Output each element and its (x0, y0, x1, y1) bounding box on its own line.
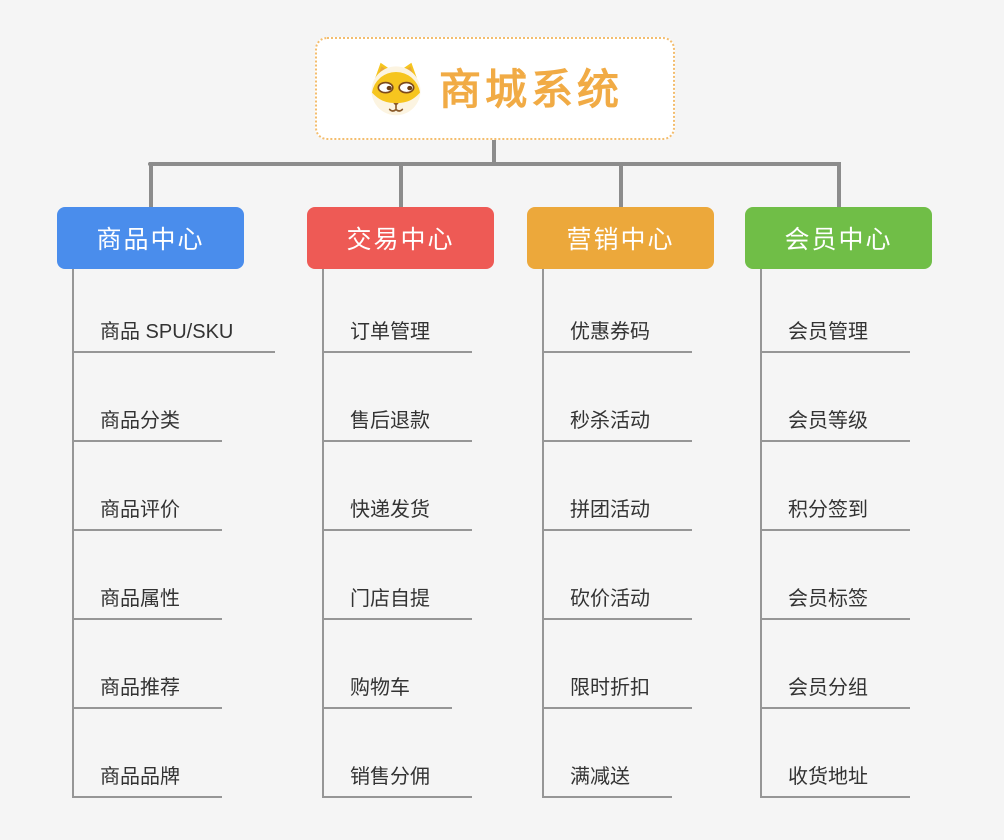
child-node-label: 快递发货 (322, 493, 472, 531)
child-node-label: 会员等级 (760, 404, 910, 442)
child-node[interactable]: 销售分佣 (322, 709, 567, 798)
child-node[interactable]: 售后退款 (322, 353, 567, 442)
child-node[interactable]: 限时折扣 (542, 620, 787, 709)
child-node-label: 商品属性 (72, 582, 222, 620)
child-node-label: 拼团活动 (542, 493, 692, 531)
child-node-label: 优惠券码 (542, 315, 692, 353)
child-node[interactable]: 拼团活动 (542, 442, 787, 531)
child-node[interactable]: 订单管理 (322, 269, 567, 353)
child-node-label: 商品评价 (72, 493, 222, 531)
child-node[interactable]: 会员管理 (760, 269, 1004, 353)
branch-children-trade: 订单管理 售后退款 快递发货 门店自提 购物车 销售分佣 (307, 269, 567, 798)
child-node-label: 售后退款 (322, 404, 472, 442)
child-node[interactable]: 购物车 (322, 620, 567, 709)
child-node-label: 积分签到 (760, 493, 910, 531)
branch-children-member: 会员管理 会员等级 积分签到 会员标签 会员分组 收货地址 (745, 269, 1004, 798)
child-node-label: 会员管理 (760, 315, 910, 353)
child-node-label: 砍价活动 (542, 582, 692, 620)
child-node[interactable]: 商品推荐 (72, 620, 317, 709)
child-node-label: 会员分组 (760, 671, 910, 709)
connector-stub-trade (399, 162, 403, 209)
child-node-label: 销售分佣 (322, 760, 472, 798)
child-node-label: 满减送 (542, 760, 672, 798)
branch-column-product: 商品中心 商品 SPU/SKU 商品分类 商品评价 商品属性 商品推荐 商品品牌 (57, 207, 317, 798)
branch-column-trade: 交易中心 订单管理 售后退款 快递发货 门店自提 购物车 销售分佣 (307, 207, 567, 798)
branch-children-marketing: 优惠券码 秒杀活动 拼团活动 砍价活动 限时折扣 满减送 (527, 269, 787, 798)
child-node[interactable]: 商品品牌 (72, 709, 317, 798)
branch-node-product-center[interactable]: 商品中心 (57, 207, 244, 269)
child-node[interactable]: 快递发货 (322, 442, 567, 531)
connector-stub-marketing (619, 162, 623, 209)
branch-node-member-center[interactable]: 会员中心 (745, 207, 932, 269)
root-node-mall-system[interactable]: 商城系统 (315, 37, 675, 140)
child-node-label: 购物车 (322, 671, 452, 709)
child-node[interactable]: 商品分类 (72, 353, 317, 442)
child-node[interactable]: 收货地址 (760, 709, 1004, 798)
child-node-label: 订单管理 (322, 315, 472, 353)
child-node-label: 商品推荐 (72, 671, 222, 709)
branch-children-product: 商品 SPU/SKU 商品分类 商品评价 商品属性 商品推荐 商品品牌 (57, 269, 317, 798)
child-node[interactable]: 积分签到 (760, 442, 1004, 531)
connector-stub-product (149, 162, 153, 209)
child-node-label: 会员标签 (760, 582, 910, 620)
root-node-title: 商城系统 (438, 65, 623, 113)
child-node-label: 商品 SPU/SKU (72, 315, 276, 353)
child-node[interactable]: 商品属性 (72, 531, 317, 620)
branch-node-trade-center[interactable]: 交易中心 (307, 207, 494, 269)
child-node-label: 商品分类 (72, 404, 222, 442)
child-node[interactable]: 会员标签 (760, 531, 1004, 620)
child-node[interactable]: 优惠券码 (542, 269, 787, 353)
child-node[interactable]: 满减送 (542, 709, 787, 798)
branch-column-member: 会员中心 会员管理 会员等级 积分签到 会员标签 会员分组 收货地址 (745, 207, 1004, 798)
child-node-label: 限时折扣 (542, 671, 692, 709)
branch-node-marketing-center[interactable]: 营销中心 (527, 207, 714, 269)
child-node[interactable]: 商品评价 (72, 442, 317, 531)
child-node-label: 秒杀活动 (542, 404, 692, 442)
child-node-label: 商品品牌 (72, 760, 222, 798)
child-node-label: 收货地址 (760, 760, 910, 798)
child-node[interactable]: 门店自提 (322, 531, 567, 620)
connector-root-stub (492, 140, 496, 164)
branch-column-marketing: 营销中心 优惠券码 秒杀活动 拼团活动 砍价活动 限时折扣 满减送 (527, 207, 787, 798)
connector-stub-member (837, 162, 841, 209)
child-node[interactable]: 秒杀活动 (542, 353, 787, 442)
child-node[interactable]: 商品 SPU/SKU (72, 269, 317, 353)
child-node[interactable]: 会员等级 (760, 353, 1004, 442)
child-node[interactable]: 会员分组 (760, 620, 1004, 709)
dog-face-icon (371, 62, 421, 115)
child-node-label: 门店自提 (322, 582, 472, 620)
child-node[interactable]: 砍价活动 (542, 531, 787, 620)
connector-trunk-line (148, 162, 840, 166)
